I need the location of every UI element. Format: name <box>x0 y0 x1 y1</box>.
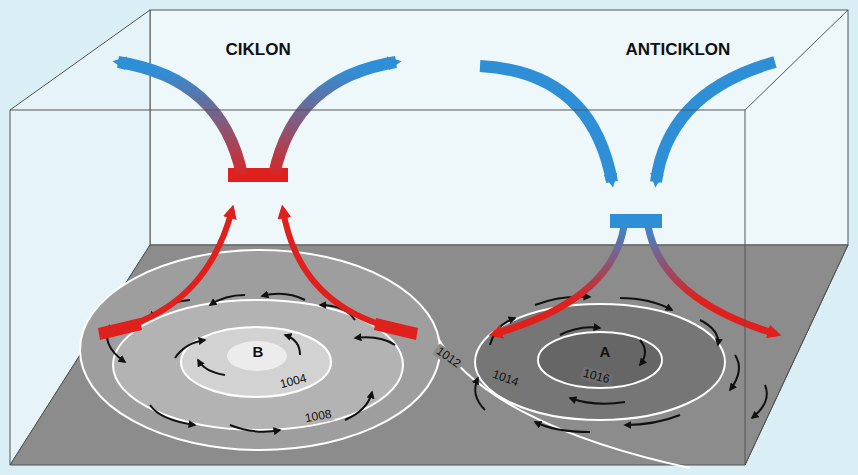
isobar-line <box>181 327 331 397</box>
isobar-line <box>475 304 725 420</box>
isobar-value: 1008 <box>302 407 335 425</box>
isobar-value: 1012 <box>431 343 464 371</box>
air-flow-arrow <box>480 62 776 334</box>
pressure-center: B <box>251 344 266 361</box>
ground-plane <box>10 245 848 465</box>
isobar-value: 1004 <box>276 371 309 392</box>
region-title: ANTICIKLON <box>624 41 733 60</box>
isobar-value: 1016 <box>579 366 612 387</box>
box-edge <box>10 10 848 465</box>
isobar-line <box>80 250 440 450</box>
low-center <box>227 341 287 371</box>
back-face <box>150 10 848 245</box>
region-title: CIKLON <box>224 41 293 60</box>
isobar-line <box>538 332 662 388</box>
pressure-center: A <box>598 344 613 361</box>
air-flow-arrow <box>98 62 418 340</box>
isobar-value: 1014 <box>488 367 521 390</box>
